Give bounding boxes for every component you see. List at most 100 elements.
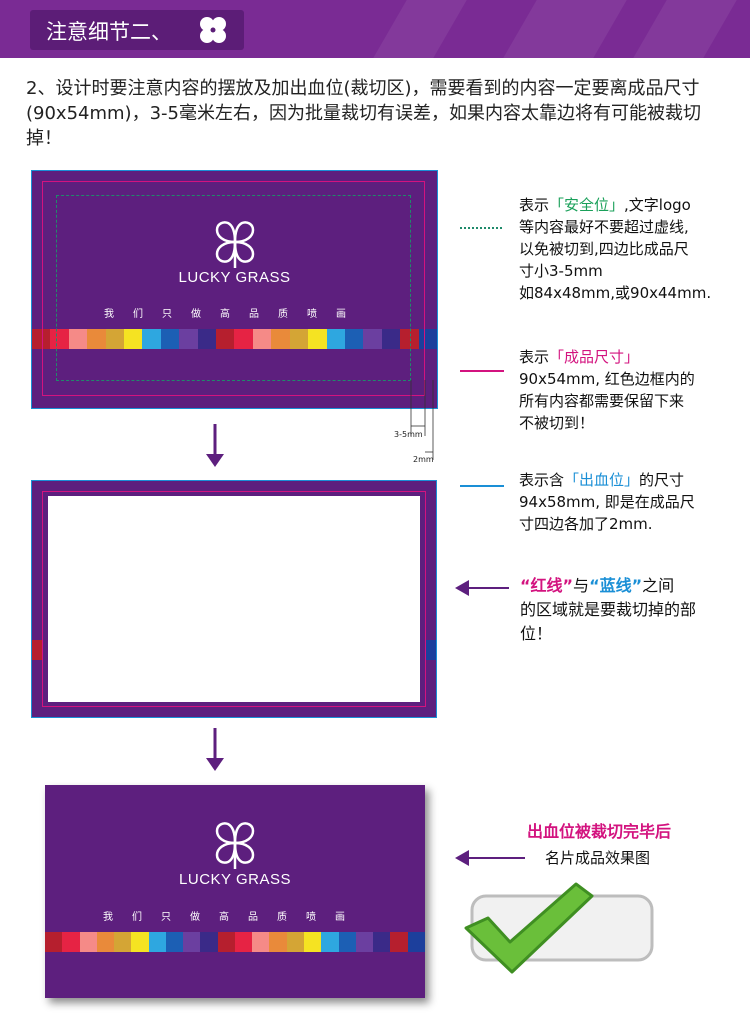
stripe-segment xyxy=(62,932,80,952)
stripe-segment xyxy=(252,329,272,349)
clover-logo-icon xyxy=(215,822,255,869)
stripe-segment xyxy=(407,932,425,952)
cut-area-note: “红线”与“蓝线”之间 的区域就是要裁切掉的部 位！ xyxy=(520,574,740,646)
final-note-title: 出血位被裁切完毕后 xyxy=(527,822,672,841)
arrow-down-icon xyxy=(206,728,224,771)
legend-bleed-line: 94x58mm, 即是在成品尺 xyxy=(519,493,695,511)
stripe-segment xyxy=(79,932,97,952)
color-stripe xyxy=(32,329,437,349)
final-business-card: LUCKY GRASS 我们只做高品质喷画 xyxy=(45,785,425,998)
stripe-segment xyxy=(148,932,166,952)
stripe-segment xyxy=(234,329,253,349)
legend-safe-line: 以免被切到,四边比成品尺 xyxy=(519,240,689,258)
legend-pink-line xyxy=(460,370,504,372)
legend-safe-line: 寸小3-5mm xyxy=(519,262,603,280)
content-area-blank xyxy=(48,496,420,702)
legend-bleed-prefix: 表示含 xyxy=(519,471,565,489)
legend-trim-line: 90x54mm, 红色边框内的 xyxy=(519,370,695,388)
arrow-down-icon xyxy=(206,424,224,467)
dimension-markers xyxy=(410,380,434,460)
stripe-segment xyxy=(68,329,88,349)
stripe-segment xyxy=(400,329,419,349)
stripe-segment xyxy=(269,932,287,952)
safe-zone-dashed-line xyxy=(56,195,411,381)
color-stripe xyxy=(45,932,425,952)
red-line-word: “红线” xyxy=(520,576,574,595)
stripe-segment xyxy=(45,932,63,952)
stripe-segment xyxy=(338,932,356,952)
legend-bleed-line: 寸四边各加了2mm. xyxy=(519,515,653,533)
card-slogan: 我们只做高品质喷画 xyxy=(104,309,365,320)
legend-safe-zone: 表示「安全位」,文字logo 等内容最好不要超过虚线, 以免被切到,四边比成品尺… xyxy=(519,194,739,304)
legend-trim-size: 表示「成品尺寸」 90x54mm, 红色边框内的 所有内容都需要保留下来 不被切… xyxy=(519,346,739,434)
header-title: 注意细节二、 xyxy=(46,20,172,44)
legend-safe-keyword: 「安全位」 xyxy=(549,196,625,214)
trim-line xyxy=(42,491,426,707)
stripe-segment xyxy=(165,932,184,952)
stripe-segment xyxy=(197,329,217,349)
legend-trim-prefix: 表示 xyxy=(519,348,550,366)
stripe-segment xyxy=(303,932,322,952)
stripe-segment xyxy=(131,932,149,952)
stripe-segment xyxy=(321,932,339,952)
legend-trim-line: 不被切到！ xyxy=(519,414,595,432)
stripe-edge-left xyxy=(32,640,42,660)
stripe-segment xyxy=(289,329,309,349)
cut-note-line: 位！ xyxy=(520,624,553,643)
dim-label-safe: 3-5mm xyxy=(394,430,423,439)
blue-line-word: “蓝线” xyxy=(589,576,643,595)
bleed-boundary-card: LUCKY GRASS 我们只做高品质喷画 xyxy=(31,170,438,409)
stripe-segment xyxy=(200,932,218,952)
stripe-segment xyxy=(418,329,437,349)
stripe-segment xyxy=(142,329,161,349)
business-card-design: LUCKY GRASS 我们只做高品质喷画 xyxy=(32,171,437,408)
stripe-segment xyxy=(32,329,51,349)
bleed-area-card xyxy=(31,480,437,718)
stripe-segment xyxy=(179,329,198,349)
legend-bleed-suffix: 的尺寸 xyxy=(639,471,685,489)
stripe-segment xyxy=(381,329,401,349)
legend-bleed-keyword: 「出血位」 xyxy=(564,471,640,489)
legend-safe-line: 如84x48mm,或90x44mm. xyxy=(519,284,712,302)
clover-logo-icon xyxy=(215,221,255,268)
header-decor-stripe xyxy=(503,0,627,58)
stripe-segment xyxy=(252,932,270,952)
brand-name: LUCKY GRASS xyxy=(179,871,291,888)
stripe-segment xyxy=(105,329,125,349)
stripe-segment xyxy=(390,932,408,952)
header-decor-stripe xyxy=(373,0,467,58)
stripe-segment xyxy=(124,329,143,349)
final-note-caption: 名片成品效果图 xyxy=(545,849,651,867)
cut-note-mid: 与 xyxy=(573,576,590,595)
stripe-segment xyxy=(271,329,290,349)
stripe-segment xyxy=(286,932,304,952)
stripe-segment xyxy=(344,329,364,349)
stripe-segment xyxy=(160,329,180,349)
check-mark-icon xyxy=(464,882,654,974)
legend-bleed: 表示含「出血位」的尺寸 94x58mm, 即是在成品尺 寸四边各加了2mm. xyxy=(519,469,739,535)
legend-safe-prefix: 表示 xyxy=(519,196,550,214)
legend-trim-line: 所有内容都需要保留下来 xyxy=(519,392,685,410)
stripe-segment xyxy=(363,329,382,349)
arrow-left-icon xyxy=(455,580,509,596)
card-slogan: 我们只做高品质喷画 xyxy=(103,912,364,923)
legend-safe-suffix: ,文字logo xyxy=(624,196,691,214)
legend-safe-line: 等内容最好不要超过虚线, xyxy=(519,218,689,236)
stripe-segment xyxy=(50,329,69,349)
stripe-segment xyxy=(114,932,132,952)
stripe-segment xyxy=(87,329,106,349)
stripe-segment xyxy=(216,329,235,349)
stripe-segment xyxy=(183,932,201,952)
legend-dotted-line xyxy=(460,227,504,229)
dim-label-bleed: 2mm xyxy=(413,455,434,464)
stripe-segment xyxy=(234,932,253,952)
stripe-segment xyxy=(96,932,115,952)
stripe-edge-right xyxy=(426,640,436,660)
stripe-segment xyxy=(217,932,235,952)
trim-line xyxy=(42,181,425,396)
header-decor-stripe xyxy=(633,0,737,58)
stripe-segment xyxy=(373,932,391,952)
cut-note-line: 的区域就是要裁切掉的部 xyxy=(520,600,697,619)
clover-icon xyxy=(200,17,226,43)
legend-trim-keyword: 「成品尺寸」 xyxy=(549,348,640,366)
